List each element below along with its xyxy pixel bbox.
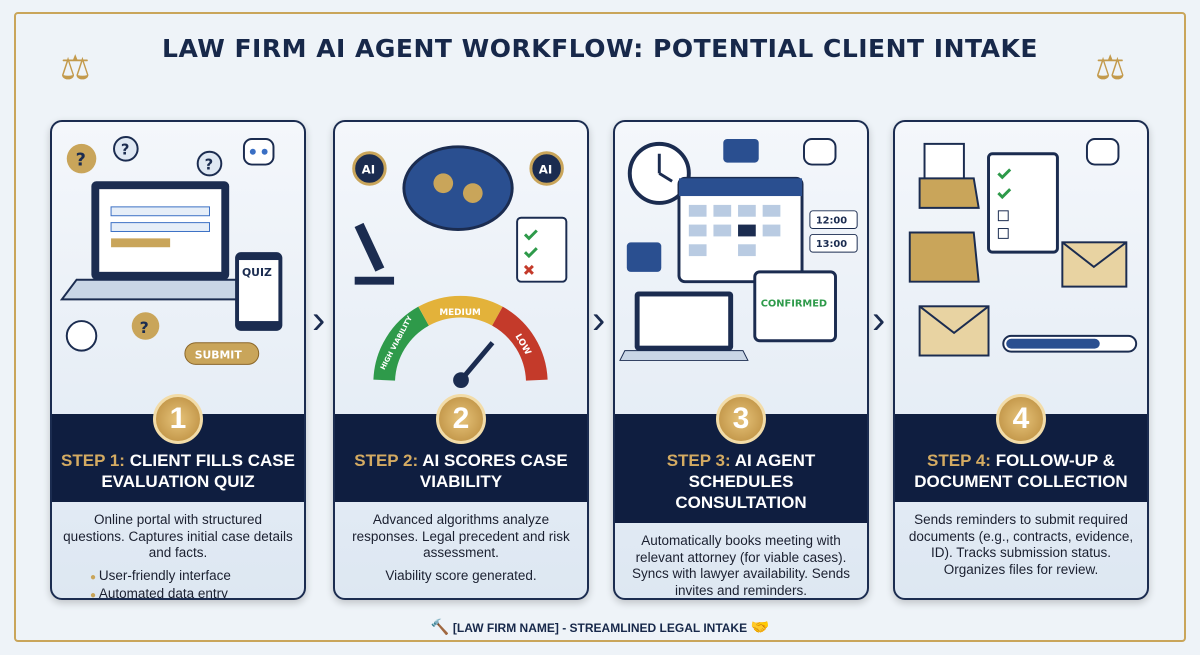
scheduling-illustration: 12:00 13:00 CONFIRMED [619, 137, 858, 361]
step-heading-band: 4 STEP 4: FOLLOW-UP & DOCUMENT COLLECTIO… [895, 394, 1147, 502]
ai-label: AI [539, 162, 553, 176]
page-title: LAW FIRM AI AGENT WORKFLOW: POTENTIAL CL… [162, 34, 1038, 63]
step-heading-band: 3 STEP 3: AI AGENT SCHEDULES CONSULTATIO… [615, 394, 867, 523]
ai-scoring-illustration: AI AI HIGH VIABILITY MEDIUM LOW [352, 145, 568, 388]
step-number-badge: 1 [153, 394, 203, 444]
scales-of-justice-icon: ⚖ [60, 49, 91, 87]
time-slot: 13:00 [816, 239, 847, 250]
step-description: Automatically books meeting with relevan… [615, 523, 867, 598]
svg-text:?: ? [76, 151, 86, 171]
bullet-item: Automated data entry [90, 586, 294, 598]
gavel-icon: 🔨 [430, 619, 450, 636]
quiz-illustration: ? ? ? QUIZ ? SUBMIT [59, 136, 283, 365]
step-label: STEP 1: [61, 451, 125, 470]
confirmed-label: CONFIRMED [761, 298, 827, 309]
step-number-badge: 4 [996, 394, 1046, 444]
step-heading: CLIENT FILLS CASE EVALUATION QUIZ [101, 451, 295, 491]
step-heading: AI AGENT SCHEDULES CONSULTATION [675, 451, 816, 512]
description-extra: Viability score generated. [385, 567, 537, 583]
handshake-icon: 🤝 [750, 619, 770, 636]
step-4-panel: 4 STEP 4: FOLLOW-UP & DOCUMENT COLLECTIO… [893, 120, 1149, 600]
svg-text:?: ? [121, 142, 130, 159]
arrow-right-icon: › [312, 298, 326, 342]
step-label: STEP 3: [666, 451, 731, 470]
quiz-label: QUIZ [242, 266, 272, 279]
scales-of-justice-icon: ⚖ [1095, 49, 1126, 87]
documents-illustration [908, 137, 1138, 357]
step-2-panel: AI AI HIGH VIABILITY MEDIUM LOW 2 STEP 2… [333, 120, 589, 600]
description-text: Online portal with structured questions.… [63, 512, 293, 560]
step-1-panel: ? ? ? QUIZ ? SUBMIT 1 STEP 1: CLIENT FIL… [50, 120, 306, 600]
svg-text:?: ? [205, 156, 214, 173]
step-description: Online portal with structured questions.… [52, 502, 304, 598]
footer: 🔨 [LAW FIRM NAME] - STREAMLINED LEGAL IN… [360, 618, 840, 636]
ai-label: AI [362, 162, 376, 176]
border-frame [14, 12, 1186, 642]
arrow-right-icon: › [872, 298, 886, 342]
step-description: Sends reminders to submit required docum… [895, 502, 1147, 578]
svg-text:?: ? [140, 318, 149, 337]
step-heading: FOLLOW-UP & DOCUMENT COLLECTION [914, 451, 1128, 491]
bullet-item: User-friendly interface [90, 568, 294, 587]
step-heading: AI SCORES CASE VIABILITY [419, 451, 568, 491]
step-label: STEP 2: [354, 451, 419, 470]
step-heading-band: 2 STEP 2: AI SCORES CASE VIABILITY [335, 394, 587, 502]
medium-label: MEDIUM [439, 308, 480, 318]
submit-label: SUBMIT [195, 348, 243, 361]
step-3-panel: 12:00 13:00 CONFIRMED 3 STEP 3: AI AGENT… [613, 120, 869, 600]
description-text: Sends reminders to submit required docum… [908, 512, 1134, 577]
footer-text: [LAW FIRM NAME] - STREAMLINED LEGAL INTA… [452, 621, 748, 635]
time-slot: 12:00 [816, 216, 847, 227]
step-label: STEP 4: [927, 451, 991, 470]
step-number-badge: 3 [716, 394, 766, 444]
step-heading-band: 1 STEP 1: CLIENT FILLS CASE EVALUATION Q… [52, 394, 304, 502]
arrow-right-icon: › [592, 298, 606, 342]
description-text: Automatically books meeting with relevan… [631, 533, 851, 598]
step-number-badge: 2 [436, 394, 486, 444]
description-text: Advanced algorithms analyze responses. L… [352, 512, 570, 560]
step-description: Advanced algorithms analyze responses. L… [335, 502, 587, 584]
